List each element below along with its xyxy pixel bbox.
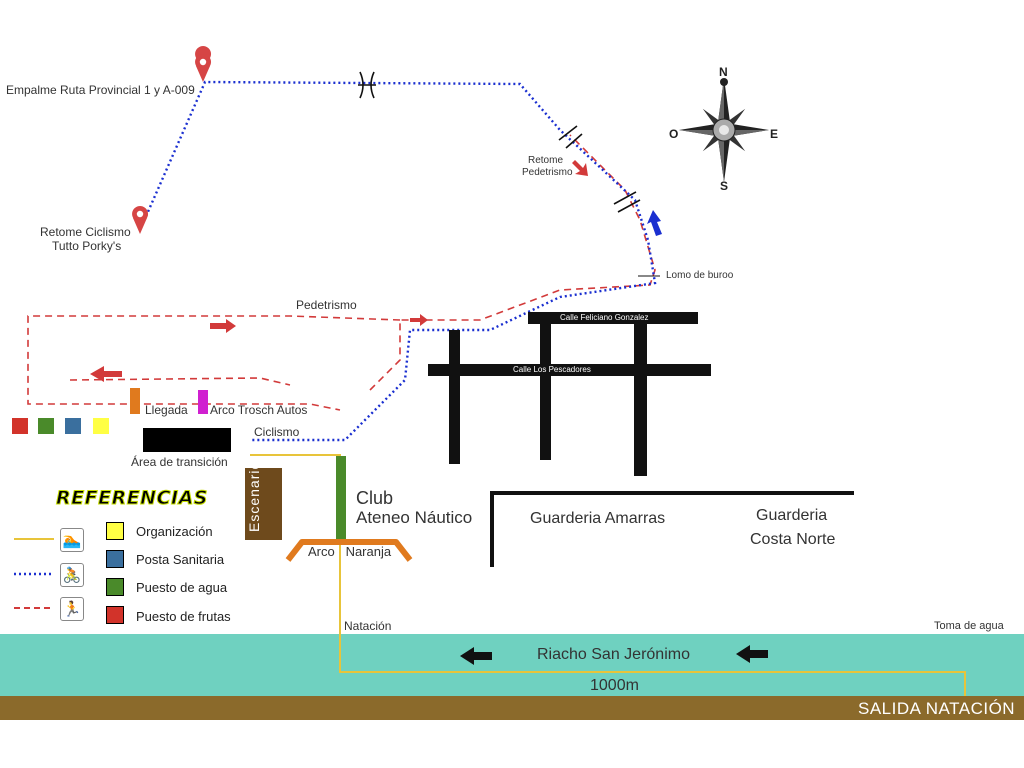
- pin-empalme-icon: [195, 46, 212, 82]
- compass-e: E: [770, 127, 779, 141]
- label-retome-pedestrismo-2: Pedetrismo: [522, 167, 573, 178]
- compass-n: N: [719, 65, 728, 79]
- legend-swatch-agua: [106, 578, 124, 596]
- legend-swatch-frutas: [106, 606, 124, 624]
- label-guarderia-amarras: Guarderia Amarras: [530, 510, 666, 527]
- label-guarderia-costa-1: Guarderia: [756, 507, 828, 524]
- agua-square: [38, 418, 54, 434]
- pin-retome-ciclismo-icon: [132, 206, 149, 234]
- label-club-1: Club: [356, 488, 394, 508]
- river: [0, 634, 1024, 696]
- cyclist-icon: 🚴: [60, 563, 84, 587]
- label-ciclismo: Ciclismo: [254, 425, 300, 439]
- bridge-markers: [358, 71, 641, 213]
- swim-route: [250, 454, 966, 696]
- label-retome-ciclismo-1: Retome Ciclismo: [40, 225, 131, 239]
- label-distancia: 1000m: [590, 677, 639, 694]
- escenario-block: [245, 468, 282, 540]
- label-salida-natacion: SALIDA NATACIÓN: [858, 699, 1016, 718]
- label-natacion: Natación: [344, 619, 392, 633]
- legend-label-agua: Puesto de agua: [136, 580, 228, 595]
- label-calle-pescadores: Calle Los Pescadores: [513, 365, 591, 374]
- compass-o: O: [669, 127, 679, 141]
- river-bank: [0, 696, 1024, 720]
- legend-label-posta: Posta Sanitaria: [136, 552, 225, 567]
- bike-route: [138, 80, 657, 442]
- label-riacho: Riacho San Jerónimo: [537, 646, 690, 663]
- posta-square: [65, 418, 81, 434]
- arco-trosch-marker: [198, 390, 208, 414]
- label-toma-de-agua: Toma de agua: [934, 620, 1004, 632]
- label-arco-trosch: Arco Trosch Autos: [210, 403, 308, 417]
- direction-arrows: [90, 160, 768, 665]
- frutas-square: [12, 418, 28, 434]
- legend-swatch-organizacion: [106, 522, 124, 540]
- legend-title: REFERENCIAS: [56, 487, 208, 510]
- organizacion-square: [93, 418, 109, 434]
- streets: [428, 312, 854, 567]
- compass-rose-icon: [679, 78, 769, 182]
- arco-naranja-marker: [285, 539, 413, 562]
- label-empalme: Empalme Ruta Provincial 1 y A-009: [6, 83, 195, 97]
- label-lomo-de-burro: Lomo de buroo: [666, 270, 734, 281]
- transition-area: [143, 428, 231, 452]
- label-retome-pedestrismo-1: Retome: [528, 155, 564, 166]
- swimmer-icon: 🏊: [60, 528, 84, 552]
- label-pedetrismo: Pedetrismo: [296, 298, 357, 312]
- label-club-2: Ateneo Náutico: [356, 508, 473, 527]
- runner-icon: 🏃: [60, 597, 84, 621]
- legend-label-frutas: Puesto de frutas: [136, 609, 231, 624]
- llegada-marker: [130, 388, 140, 414]
- label-area-transicion: Área de transición: [131, 455, 228, 469]
- label-retome-ciclismo-2: Tutto Porky's: [52, 239, 122, 253]
- label-calle-feliciano: Calle Feliciano Gonzalez: [560, 313, 649, 322]
- water-post-marker: [336, 456, 346, 540]
- legend-swatch-posta: [106, 550, 124, 568]
- label-arco-naranja: Arco Naranja: [308, 544, 392, 559]
- label-escenario: Escenario: [246, 460, 262, 532]
- label-guarderia-costa-2: Costa Norte: [750, 531, 836, 548]
- compass-s: S: [720, 179, 729, 193]
- label-llegada: Llegada: [145, 403, 188, 417]
- legend-label-organizacion: Organización: [136, 524, 213, 539]
